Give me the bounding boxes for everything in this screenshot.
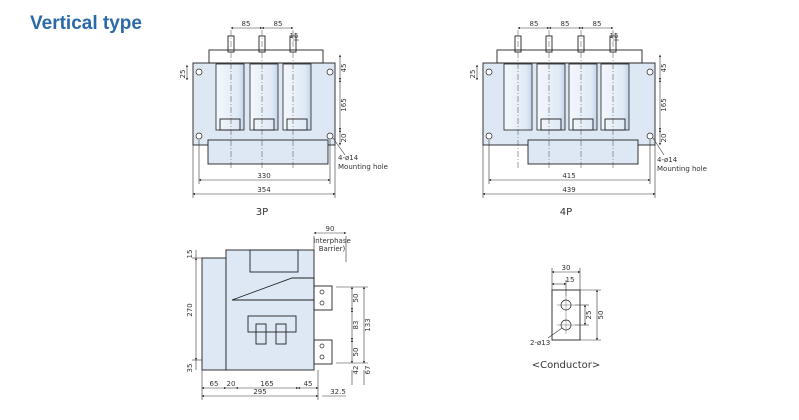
- dim-label: 50: [352, 294, 360, 303]
- mounting-hole: [326, 68, 334, 76]
- dim-label: 50: [352, 348, 360, 357]
- dim-label: 15: [610, 32, 619, 40]
- dim-label: 354: [257, 186, 271, 194]
- dim-label: 90: [326, 225, 335, 233]
- caption-3p: 3P: [256, 207, 268, 218]
- dim-label: 165: [340, 98, 348, 111]
- view-conductor: 30 15 25 50 2-ø13 <Conductor>: [530, 264, 605, 371]
- dim-label: 35: [186, 364, 194, 373]
- dim-label: Barrier): [319, 245, 346, 253]
- mounting-hole: [485, 132, 493, 140]
- terminal-upper: [313, 285, 333, 311]
- dim-label: 439: [562, 186, 575, 194]
- dim-label: 20: [660, 134, 668, 143]
- mounting-hole: [326, 132, 334, 140]
- view-3p: 85 85 15 25 45 165 20 4-ø14 Mounting hol…: [179, 20, 388, 218]
- dim-label: 15: [290, 32, 299, 40]
- terminal-lower: [313, 339, 333, 365]
- dim-label: 85: [561, 20, 570, 28]
- dim-label: 85: [274, 20, 283, 28]
- dim-label: 15: [186, 250, 194, 259]
- side-body: [225, 249, 315, 371]
- base-4p: [527, 139, 639, 165]
- dim-label: 20: [340, 134, 348, 143]
- dim-label: 20: [227, 380, 236, 388]
- dim-label: Mounting hole: [657, 165, 707, 173]
- dim-label: 270: [186, 303, 194, 316]
- dim-label: 133: [364, 318, 372, 331]
- caption-4p: 4P: [560, 207, 572, 218]
- page-heading: Vertical type: [30, 13, 142, 34]
- dim-label: 85: [530, 20, 539, 28]
- dim-label: 2-ø13: [530, 339, 550, 347]
- view-4p: 85 85 85 15 25 45 165 20 4-ø14 Mounting …: [469, 20, 707, 218]
- dim-label: 25: [469, 70, 477, 79]
- dim-label: 83: [352, 321, 360, 330]
- mounting-hole: [646, 68, 654, 76]
- dim-label: 165: [260, 380, 273, 388]
- dim-label: 45: [340, 64, 348, 73]
- caption-conductor: <Conductor>: [532, 360, 601, 371]
- dim-label: 415: [562, 172, 575, 180]
- view-side: 90 Interphase Barrier) 15 270 35 50 83 1…: [186, 225, 372, 400]
- dim-label: 45: [304, 380, 313, 388]
- dim-label: 42: [352, 366, 360, 375]
- base-3p: [207, 139, 329, 165]
- dim-label: 30: [562, 264, 571, 272]
- dim-label: 50: [597, 311, 605, 320]
- dim-label: 85: [242, 20, 251, 28]
- side-base-plate: [201, 257, 227, 371]
- dim-label: Interphase: [313, 237, 351, 245]
- mounting-hole: [195, 68, 203, 76]
- dim-label: 165: [660, 98, 668, 111]
- dim-label: 15: [566, 276, 575, 284]
- dim-label: 4-ø14: [657, 156, 678, 164]
- dim-label: 67: [364, 366, 372, 375]
- dim-label: 32.5: [330, 388, 346, 396]
- dim-label: 45: [660, 64, 668, 73]
- mounting-hole: [485, 68, 493, 76]
- dim-label: 295: [253, 388, 266, 396]
- dim-label: 330: [257, 172, 270, 180]
- dim-label: 65: [210, 380, 219, 388]
- dim-label: 85: [593, 20, 602, 28]
- dim-label: Mounting hole: [338, 163, 388, 171]
- mounting-hole: [195, 132, 203, 140]
- mounting-hole: [646, 132, 654, 140]
- dim-label: 4-ø14: [338, 154, 359, 162]
- dim-label: 25: [585, 311, 593, 320]
- dim-label: 25: [179, 70, 187, 79]
